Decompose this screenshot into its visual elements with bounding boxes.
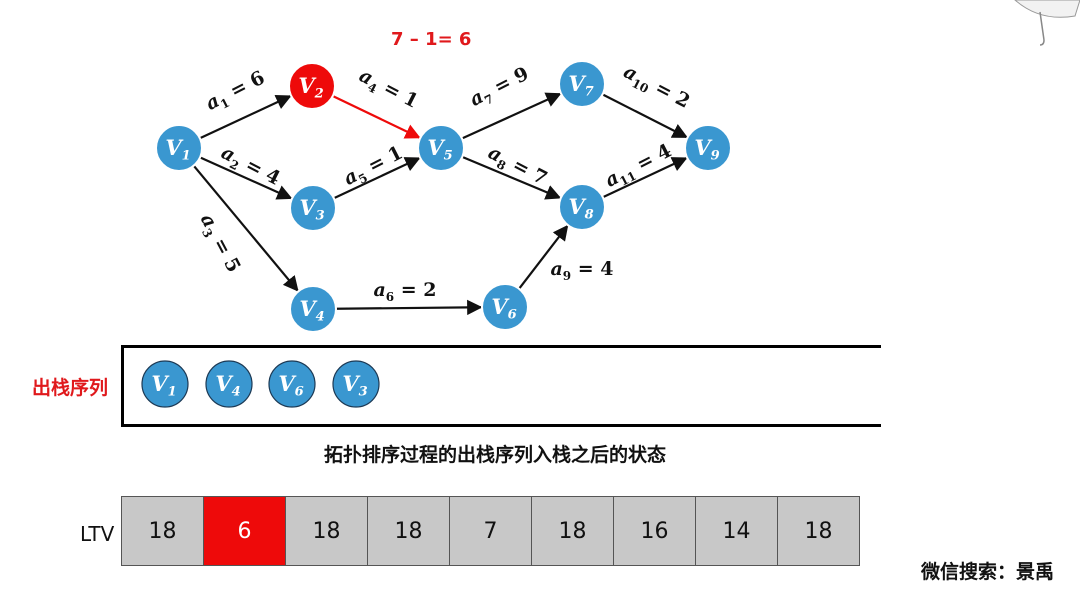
svg-text:V4: V4	[299, 296, 324, 325]
svg-text:V3: V3	[299, 195, 324, 224]
svg-text:V8: V8	[568, 194, 593, 223]
edge-v1-v2	[199, 95, 292, 140]
node-v2: V2	[288, 62, 336, 110]
edge-label-a8: a8 = 7	[483, 142, 551, 193]
ltv-cell: 14	[695, 496, 778, 566]
svg-text:V2: V2	[298, 73, 323, 102]
stack-node-2: V4	[205, 360, 253, 408]
edge-v8-v9	[602, 157, 688, 199]
node-v4: V4	[289, 285, 337, 333]
node-v9: V9	[684, 124, 732, 172]
edge-label-a6: a6 = 2	[373, 279, 436, 304]
node-v8: V8	[558, 183, 606, 231]
ltv-cell: 18	[121, 496, 204, 566]
calculation-text: 7 – 1= 6	[391, 29, 472, 50]
umbrella-icon	[1014, 0, 1080, 46]
svg-text:V1: V1	[165, 135, 190, 164]
stack-node-1: V1	[141, 360, 189, 408]
node-v1: V1	[155, 124, 203, 172]
svg-text:V9: V9	[694, 135, 719, 164]
stack-sequence-label: 出栈序列	[32, 377, 109, 399]
wechat-search-footer: 微信搜索：景禹	[920, 561, 1054, 583]
svg-text:V4: V4	[215, 371, 240, 400]
edge-label-a5: a5 = 1	[340, 142, 408, 193]
edge-v4-v6	[335, 299, 483, 316]
stack-node-4: V3	[332, 360, 380, 408]
edge-label-a7: a7 = 9	[466, 63, 534, 114]
edge-label-a2: a2 = 4	[216, 142, 284, 193]
stack-node-3: V6	[268, 360, 316, 408]
edge-v3-v5	[333, 157, 421, 200]
ltv-cell: 18	[285, 496, 368, 566]
svg-text:V7: V7	[568, 71, 593, 100]
ltv-cell: 18	[777, 496, 860, 566]
edge-v5-v8	[461, 155, 562, 200]
node-v7: V7	[558, 60, 606, 108]
svg-text:V6: V6	[491, 294, 516, 323]
ltv-label: LTV	[80, 522, 115, 546]
edge-v1-v4	[192, 164, 299, 292]
svg-text:V5: V5	[427, 135, 452, 164]
node-v5: V5	[417, 124, 465, 172]
edge-v5-v7	[461, 92, 562, 140]
edge-v6-v8	[518, 224, 569, 290]
node-v3: V3	[289, 184, 337, 232]
svg-text:V6: V6	[278, 371, 303, 400]
diagram-caption: 拓扑排序过程的出栈序列入栈之后的状态	[323, 444, 666, 466]
svg-text:V3: V3	[342, 371, 367, 400]
stack-sequence-box	[121, 345, 881, 427]
ltv-cell: 6	[203, 496, 286, 566]
edge-v2-v5	[332, 94, 421, 139]
edge-v1-v3	[199, 156, 293, 200]
ltv-cell: 18	[531, 496, 614, 566]
edge-label-a3: a3 = 5	[193, 210, 245, 277]
svg-text:V1: V1	[151, 371, 176, 400]
edge-v7-v9	[602, 93, 688, 139]
ltv-cell: 7	[449, 496, 532, 566]
edge-label-a9: a9 = 4	[550, 258, 613, 283]
ltv-cell: 18	[367, 496, 450, 566]
ltv-cell: 16	[613, 496, 696, 566]
edge-label-a4: a4 = 1	[354, 65, 422, 116]
node-v6: V6	[481, 283, 529, 331]
